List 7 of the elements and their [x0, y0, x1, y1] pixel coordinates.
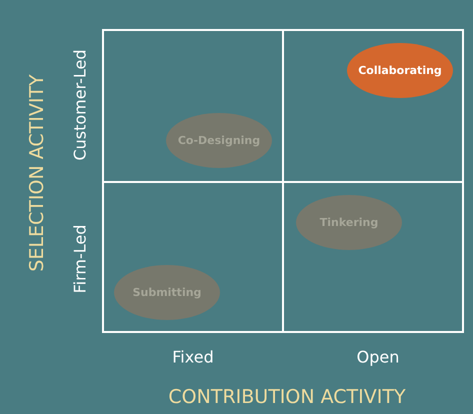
- axis-category-label: Firm-Led: [70, 224, 90, 294]
- axis-title: CONTRIBUTION ACTIVITY: [168, 386, 406, 408]
- axis-title: SELECTION ACTIVITY: [26, 74, 48, 272]
- quadrant-label: Collaborating: [358, 64, 442, 77]
- axis-category-label: Fixed: [172, 348, 214, 366]
- axis-category-label: Open: [356, 348, 400, 366]
- axis-category-label: Customer-Led: [70, 49, 90, 161]
